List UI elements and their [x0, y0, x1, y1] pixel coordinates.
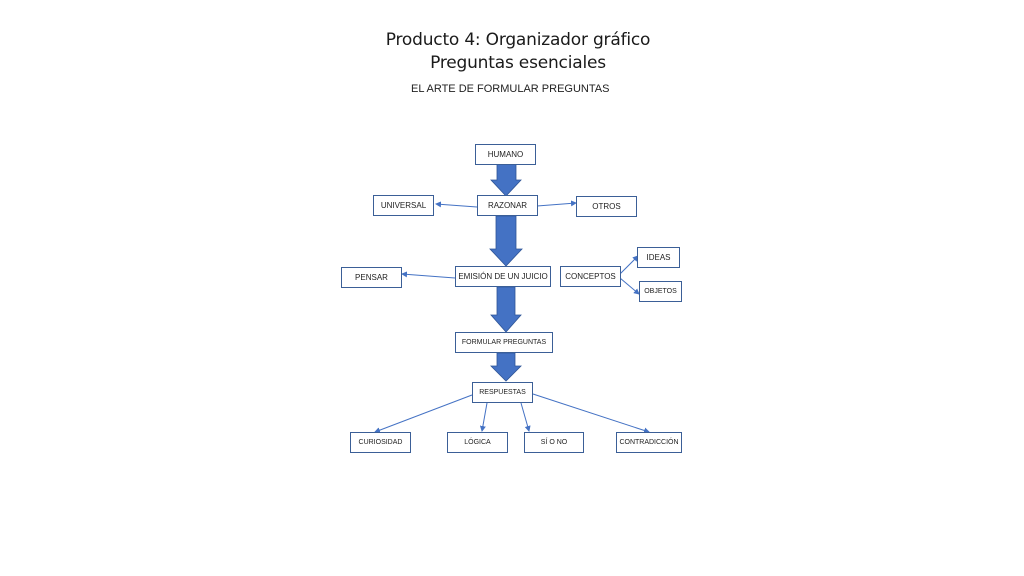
connector-respuestas-si-o-no	[520, 402, 531, 432]
connector-conceptos-ideas	[619, 255, 639, 275]
node-universal: UNIVERSAL	[373, 195, 434, 216]
node-objetos: OBJETOS	[639, 281, 682, 302]
node-humano: HUMANO	[475, 144, 536, 165]
slide-title-line-1: Producto 4: Organizador gráfico	[385, 30, 651, 50]
diagram-subtitle: EL ARTE DE FORMULAR PREGUNTAS	[411, 83, 610, 95]
block-arrow-razonar-emision	[489, 215, 523, 267]
node-otros: OTROS	[576, 196, 637, 217]
connector-razonar-universal	[435, 201, 478, 208]
node-si-o-no: SÍ O NO	[524, 432, 584, 453]
node-contradiccion: CONTRADICCIÓN	[616, 432, 682, 453]
block-arrow-humano-razonar	[490, 163, 522, 197]
node-razonar: RAZONAR	[477, 195, 538, 216]
slide-title-line-2: Preguntas esenciales	[430, 53, 606, 73]
node-ideas: IDEAS	[637, 247, 680, 268]
node-emision-de-un-juicio: EMISIÓN DE UN JUICIO	[455, 266, 551, 287]
node-pensar: PENSAR	[341, 267, 402, 288]
connector-respuestas-contradiccion	[532, 393, 650, 434]
node-respuestas: RESPUESTAS	[472, 382, 533, 403]
node-formular-preguntas: FORMULAR PREGUNTAS	[455, 332, 553, 353]
block-arrow-formular-respuestas	[490, 352, 522, 382]
node-conceptos: CONCEPTOS	[560, 266, 621, 287]
node-curiosidad: CURIOSIDAD	[350, 432, 411, 453]
node-logica: LÓGICA	[447, 432, 508, 453]
connector-respuestas-curiosidad	[374, 394, 473, 434]
connector-conceptos-objetos	[619, 277, 640, 295]
connector-respuestas-logica	[479, 402, 488, 432]
connector-emision-pensar	[401, 271, 456, 279]
connector-razonar-otros	[536, 200, 577, 207]
block-arrow-emision-formular	[490, 286, 522, 333]
